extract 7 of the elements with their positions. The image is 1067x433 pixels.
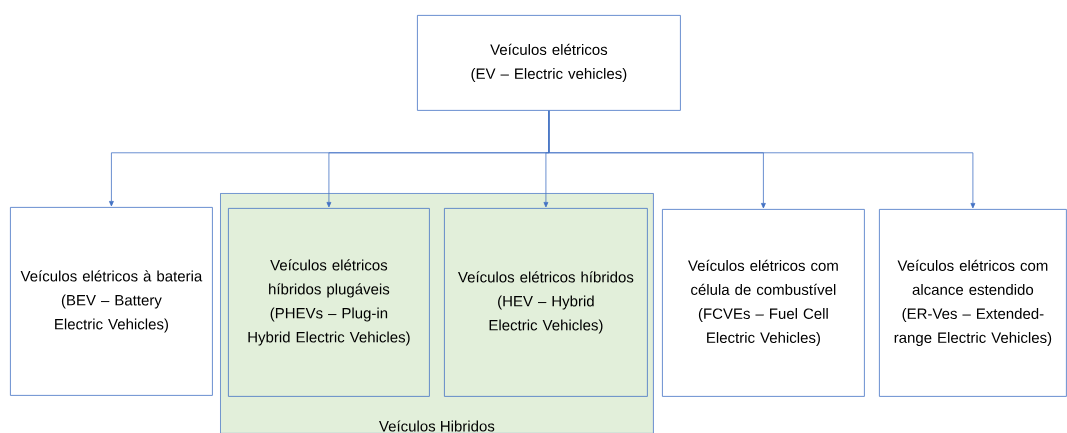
category-box: Veículos elétricos híbridos (HEV – Hybrid Electric Vehicles) bbox=[444, 208, 648, 397]
category-box: Veículos elétricos (EV – Electric vehicles) bbox=[417, 15, 681, 111]
category-box: Veículos elétricos à bateria (BEV – Battery Electric Vehicles) bbox=[10, 207, 213, 396]
category-box: Veículos elétricos híbridos plugáveis (PHEVs – Plug-in Hybrid Electric Vehicles) bbox=[228, 208, 430, 397]
arrow bbox=[548, 110, 976, 209]
category-box: Veículos elétricos com alcance estendido (ER-Ves – Extended-range Electric Vehicles) bbox=[879, 209, 1067, 397]
category-box: Veículos elétricos com célula de combustível (FCVEs – Fuel Cell Electric Vehicles) bbox=[662, 209, 865, 397]
